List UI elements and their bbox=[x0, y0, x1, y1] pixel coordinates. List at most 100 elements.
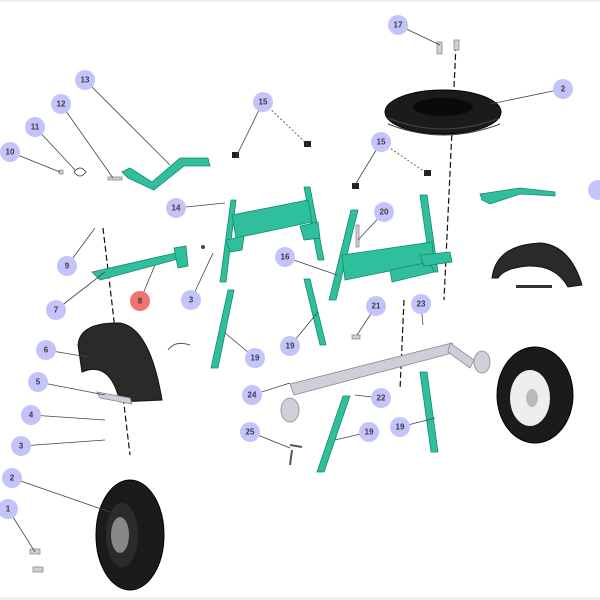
jack-plate[interactable] bbox=[173, 245, 189, 269]
callout-label: 1 bbox=[6, 505, 11, 514]
pin-20[interactable] bbox=[355, 224, 360, 248]
callout-19[interactable]: 19 bbox=[280, 336, 300, 356]
callout-12[interactable]: 12 bbox=[51, 94, 71, 114]
plate-21[interactable] bbox=[351, 334, 361, 340]
callout-5[interactable]: 5 bbox=[28, 372, 48, 392]
callout-23[interactable]: 23 bbox=[411, 294, 431, 314]
callout-15[interactable]: 15 bbox=[253, 92, 273, 112]
fender-right[interactable] bbox=[491, 242, 583, 288]
callout-7[interactable]: 7 bbox=[46, 300, 66, 320]
callout-badge[interactable] bbox=[242, 385, 262, 405]
callout-badge[interactable] bbox=[245, 348, 265, 368]
callout-badge[interactable] bbox=[25, 117, 45, 137]
callout-badge[interactable] bbox=[2, 468, 22, 488]
leg-19b[interactable] bbox=[303, 278, 327, 346]
clip-11[interactable] bbox=[73, 167, 87, 177]
callout-badge[interactable] bbox=[21, 405, 41, 425]
bracket-right[interactable] bbox=[479, 187, 556, 205]
callout-badge[interactable] bbox=[166, 198, 186, 218]
callout-badge[interactable] bbox=[0, 142, 20, 162]
callout-11[interactable]: 11 bbox=[25, 117, 45, 137]
callout-2[interactable]: 2 bbox=[553, 79, 573, 99]
callout-1[interactable]: 1 bbox=[0, 499, 18, 519]
callout-8[interactable]: 8 bbox=[130, 291, 150, 311]
leg-19c[interactable] bbox=[316, 395, 351, 473]
callout-9[interactable]: 9 bbox=[57, 256, 77, 276]
callout-24[interactable]: 24 bbox=[242, 385, 262, 405]
callout-badge[interactable] bbox=[130, 291, 150, 311]
callout-badge[interactable] bbox=[0, 499, 18, 519]
callout-badge[interactable] bbox=[51, 94, 71, 114]
bolt-17[interactable] bbox=[436, 41, 443, 55]
callout-3[interactable]: 3 bbox=[11, 436, 31, 456]
callout-badge[interactable] bbox=[359, 422, 379, 442]
callout-badge[interactable] bbox=[374, 202, 394, 222]
callout-badge[interactable] bbox=[371, 132, 391, 152]
crank-handle-13[interactable] bbox=[121, 157, 211, 191]
callout-badge[interactable] bbox=[253, 92, 273, 112]
callout-badge[interactable] bbox=[371, 388, 391, 408]
axle-24[interactable] bbox=[289, 342, 457, 396]
callout-badge[interactable] bbox=[390, 417, 410, 437]
callout-13[interactable]: 13 bbox=[75, 70, 95, 90]
wheel-right[interactable] bbox=[496, 346, 574, 444]
bracket-25[interactable] bbox=[289, 444, 303, 466]
leg-19a[interactable] bbox=[210, 289, 235, 369]
callout-6[interactable]: 6 bbox=[36, 340, 56, 360]
callout-2[interactable]: 2 bbox=[2, 468, 22, 488]
spare-tire[interactable] bbox=[384, 89, 502, 136]
callout-10[interactable]: 10 bbox=[0, 142, 20, 162]
callout-21[interactable]: 21 bbox=[366, 296, 386, 316]
leader-line bbox=[30, 414, 106, 421]
callout-badge[interactable] bbox=[36, 340, 56, 360]
bolt-17b[interactable] bbox=[453, 39, 460, 51]
callout-offscreen[interactable] bbox=[588, 180, 600, 200]
hub-right[interactable] bbox=[473, 350, 491, 374]
callout-19[interactable]: 19 bbox=[390, 417, 410, 437]
pin-12[interactable] bbox=[107, 176, 123, 181]
bracket-5[interactable] bbox=[96, 391, 133, 405]
hub-left[interactable] bbox=[280, 397, 300, 423]
frame-16[interactable] bbox=[328, 194, 453, 301]
callout-19[interactable]: 19 bbox=[359, 422, 379, 442]
callout-badge[interactable] bbox=[553, 79, 573, 99]
callout-label: 9 bbox=[65, 262, 70, 271]
callout-badge[interactable] bbox=[57, 256, 77, 276]
callout-16[interactable]: 16 bbox=[275, 247, 295, 267]
fender-plate bbox=[516, 285, 552, 288]
callout-22[interactable]: 22 bbox=[371, 388, 391, 408]
callout-badge[interactable] bbox=[280, 336, 300, 356]
callout-20[interactable]: 20 bbox=[374, 202, 394, 222]
callout-badge[interactable] bbox=[75, 70, 95, 90]
assembly-axis-line bbox=[399, 299, 405, 391]
jack-arm-7[interactable] bbox=[91, 251, 183, 281]
callout-25[interactable]: 25 bbox=[240, 422, 260, 442]
callout-19[interactable]: 19 bbox=[245, 348, 265, 368]
leg-19d[interactable] bbox=[419, 371, 439, 453]
callout-15[interactable]: 15 bbox=[371, 132, 391, 152]
block-15c[interactable] bbox=[352, 183, 359, 189]
callout-badge[interactable] bbox=[240, 422, 260, 442]
axle-arm bbox=[447, 342, 475, 369]
callout-badge[interactable] bbox=[411, 294, 431, 314]
callout-14[interactable]: 14 bbox=[166, 198, 186, 218]
callout-badge[interactable] bbox=[275, 247, 295, 267]
callout-label: 3 bbox=[189, 296, 194, 305]
callout-label: 14 bbox=[172, 204, 181, 213]
callout-badge[interactable] bbox=[46, 300, 66, 320]
callout-badge[interactable] bbox=[366, 296, 386, 316]
callout-badge[interactable] bbox=[388, 15, 408, 35]
callout-badge[interactable] bbox=[28, 372, 48, 392]
block-15d[interactable] bbox=[424, 170, 431, 176]
frame-14[interactable] bbox=[219, 186, 325, 283]
fender-6[interactable] bbox=[77, 322, 163, 403]
callout-badge[interactable] bbox=[181, 290, 201, 310]
callout-3[interactable]: 3 bbox=[181, 290, 201, 310]
bolt-1b[interactable] bbox=[32, 566, 44, 573]
callout-badge[interactable] bbox=[11, 436, 31, 456]
callout-label: 3 bbox=[19, 442, 24, 451]
callout-17[interactable]: 17 bbox=[388, 15, 408, 35]
callout-4[interactable]: 4 bbox=[21, 405, 41, 425]
wheel-front-left[interactable] bbox=[95, 479, 165, 591]
block-15a[interactable] bbox=[232, 152, 239, 158]
